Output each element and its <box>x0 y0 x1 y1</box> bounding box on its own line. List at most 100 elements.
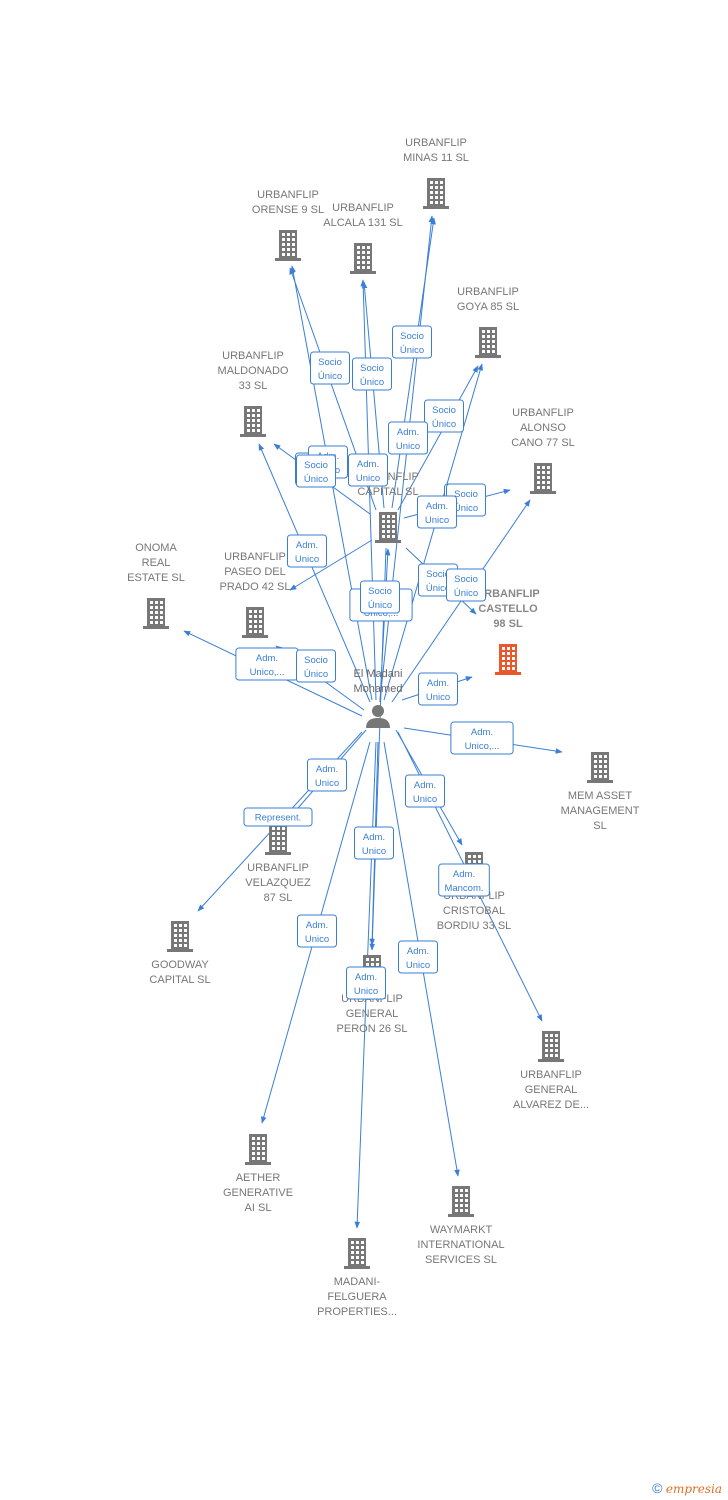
relation-tag-text: Socio <box>432 405 456 416</box>
relation-tag[interactable]: Adm.Unico <box>287 534 327 568</box>
building-icon[interactable] <box>538 1031 564 1062</box>
company-label-line: URBANFLIP <box>224 551 286 563</box>
relation-tag[interactable]: Adm.Unico <box>297 914 337 948</box>
building-icon[interactable] <box>423 178 449 209</box>
relation-tag[interactable]: Adm.Unico,... <box>450 721 514 755</box>
relation-tag[interactable]: Adm.Unico <box>417 495 457 529</box>
building-icon[interactable] <box>344 1238 370 1269</box>
building-icon[interactable] <box>275 230 301 261</box>
building-icon[interactable] <box>167 921 193 952</box>
relation-tag-text: Único <box>454 588 478 599</box>
building-icon[interactable] <box>240 406 266 437</box>
relation-tag-text: Único <box>368 600 392 611</box>
company-label-line: MANAGEMENT <box>561 805 640 817</box>
building-icon[interactable] <box>143 598 169 629</box>
relation-tag-text: Adm. <box>397 427 419 438</box>
company-label-line: URBANFLIP <box>476 588 540 600</box>
relation-tag[interactable]: Adm.Unico <box>307 758 347 792</box>
relation-tag[interactable]: Adm.Unico <box>398 940 438 974</box>
building-icon[interactable] <box>350 243 376 274</box>
company-label-line: URBANFLIP <box>222 350 284 362</box>
relation-tag-text: Adm. <box>296 540 318 551</box>
company-node-madani[interactable]: MADANI-FELGUERAPROPERTIES... <box>317 1238 397 1318</box>
company-label-line: 33 SL <box>239 380 268 392</box>
relation-tag-text: Represent. <box>255 813 301 824</box>
relation-tag-text: Unico <box>406 960 430 971</box>
company-label-line: MINAS 11 SL <box>403 152 469 164</box>
relation-tag-text: Socio <box>426 569 450 580</box>
relation-tag[interactable]: Adm.Unico,... <box>235 647 299 681</box>
relation-tag-text: Único <box>426 583 450 594</box>
company-label-line: URBANFLIP <box>457 286 519 298</box>
company-label-line: ALCALA 131 SL <box>323 217 403 229</box>
relation-tag-text: Único <box>318 371 342 382</box>
building-icon[interactable] <box>495 644 521 675</box>
relation-tag[interactable]: Adm.Mancom. <box>438 863 490 897</box>
building-icon[interactable] <box>448 1186 474 1217</box>
company-label-line: GENERATIVE <box>223 1187 293 1199</box>
relation-tag-text: Adm. <box>427 678 449 689</box>
relation-tag-text: Único <box>360 377 384 388</box>
company-label-line: ORENSE 9 SL <box>252 204 324 216</box>
company-label-line: CAPITAL SL <box>149 974 210 986</box>
building-icon[interactable] <box>475 327 501 358</box>
relation-tag-text: Socio <box>454 489 478 500</box>
building-icon[interactable] <box>375 512 401 543</box>
relation-tag[interactable]: Adm.Unico <box>418 672 458 706</box>
company-node-orense[interactable]: URBANFLIP ORENSE 9 SL <box>252 189 324 261</box>
relation-tag[interactable]: Adm.Unico <box>405 774 445 808</box>
relation-tag-text: Unico <box>362 846 386 857</box>
relation-tag-text: Mancom. <box>444 883 483 894</box>
company-label-line: INTERNATIONAL <box>417 1239 504 1251</box>
building-icon[interactable] <box>587 752 613 783</box>
relation-tag-text: Socio <box>400 331 424 342</box>
company-label-line: AETHER <box>236 1172 281 1184</box>
footer-brand[interactable]: © empresia <box>652 1480 722 1496</box>
relation-tag-text: Socio <box>360 363 384 374</box>
relation-tag-text: Único <box>400 345 424 356</box>
relation-tag[interactable]: Represent. <box>243 807 313 827</box>
company-label-line: ALVAREZ DE... <box>513 1099 589 1111</box>
building-icon[interactable] <box>245 1134 271 1165</box>
building-icon[interactable] <box>242 607 268 638</box>
relation-tag[interactable]: Adm.Unico <box>388 421 428 455</box>
company-label-line: URBANFLIP <box>257 189 319 201</box>
relation-tag-text: Unico <box>425 515 449 526</box>
company-label-line: GENERAL <box>525 1084 578 1096</box>
relation-tag-text: Unico <box>305 934 329 945</box>
company-label-line: SL <box>593 820 606 832</box>
brand-name: empresia <box>665 1482 722 1496</box>
relation-tag-text: Único <box>454 503 478 514</box>
relation-tag[interactable]: Adm.Unico <box>354 826 394 860</box>
relation-tag[interactable]: Adm.Unico <box>346 966 386 1000</box>
relation-tag[interactable]: Adm.Unico <box>348 453 388 487</box>
company-label-line: SERVICES SL <box>425 1254 497 1266</box>
person-icon[interactable] <box>366 705 390 728</box>
building-icon[interactable] <box>530 463 556 494</box>
building-icon[interactable] <box>265 824 291 855</box>
